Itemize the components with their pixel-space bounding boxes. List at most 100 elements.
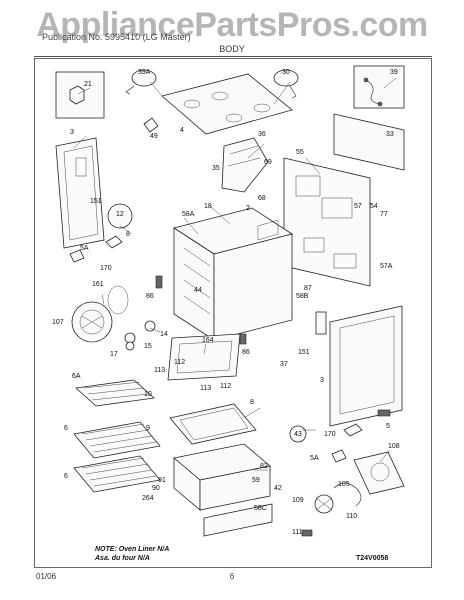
callout-112b: 112 bbox=[220, 383, 231, 390]
callout-3a: 3 bbox=[70, 129, 74, 136]
callout-86b: 86 bbox=[242, 349, 250, 356]
part-oven-body-58A[interactable]: 2 18 58A 44 bbox=[173, 203, 293, 341]
part-12[interactable]: 12 8 bbox=[107, 203, 133, 238]
part-top-pan-4[interactable]: 4 bbox=[161, 73, 293, 135]
diagram-code: T24V0058 bbox=[356, 555, 389, 562]
callout-57: 57 bbox=[354, 203, 362, 210]
part-15[interactable]: 15 bbox=[125, 341, 152, 351]
callout-6A: 6A bbox=[72, 373, 81, 380]
publication-number: Publication No. 5995410 (LG Master) bbox=[42, 32, 191, 42]
part-side-panel-right[interactable]: 151 37 3 bbox=[280, 305, 403, 427]
exploded-parts-diagram: 21 3 151 39A 30 4 49 39 bbox=[34, 58, 432, 568]
page-header: AppliancePartsPros.com Publication No. 5… bbox=[0, 0, 464, 70]
callout-5Aa: 5A bbox=[80, 245, 89, 252]
part-broil-pan-6A[interactable]: 6A 10 9 bbox=[72, 373, 155, 432]
callout-15: 15 bbox=[144, 343, 152, 350]
note-line-2: Asa. du four N/A bbox=[95, 555, 150, 562]
callout-30: 30 bbox=[282, 69, 290, 76]
callout-69: 69 bbox=[264, 159, 272, 166]
part-wire-harness-39[interactable]: 39 bbox=[353, 65, 405, 109]
part-drawer-42[interactable]: 91 82 42 59 58C 90 264 bbox=[142, 443, 282, 537]
part-86-screw[interactable]: 86 bbox=[146, 275, 163, 300]
callout-39A: 39A bbox=[138, 69, 151, 76]
part-43[interactable]: 43 bbox=[289, 425, 307, 443]
callout-107: 107 bbox=[52, 319, 64, 326]
footer-page-number: 6 bbox=[229, 572, 235, 581]
callout-58C: 58C bbox=[254, 505, 267, 512]
callout-58A: 58A bbox=[182, 211, 195, 218]
part-5[interactable]: 5 bbox=[377, 409, 391, 430]
callout-5: 5 bbox=[386, 423, 390, 430]
callout-113a: 113 bbox=[154, 367, 165, 374]
part-oven-bottom-8[interactable]: 8 bbox=[169, 399, 257, 445]
callout-77: 77 bbox=[380, 211, 388, 218]
part-rear-frame-55[interactable]: 55 57 54 77 57A 87 58B bbox=[283, 149, 393, 300]
callout-108: 108 bbox=[388, 443, 400, 450]
callout-42: 42 bbox=[274, 485, 282, 492]
callout-151b: 151 bbox=[298, 349, 310, 356]
callout-37: 37 bbox=[280, 361, 288, 368]
callout-8b: 8 bbox=[250, 399, 254, 406]
callout-264: 264 bbox=[142, 495, 154, 502]
callout-91: 91 bbox=[158, 477, 166, 484]
part-oven-rack-6[interactable]: 6 6 bbox=[64, 421, 161, 493]
callout-36: 36 bbox=[258, 131, 266, 138]
part-vent-duct-36[interactable]: 36 35 69 68 bbox=[212, 131, 272, 202]
part-14[interactable]: 14 bbox=[144, 320, 168, 338]
callout-14: 14 bbox=[160, 331, 168, 338]
header-rule bbox=[34, 56, 432, 57]
part-leveling-leg-5A[interactable]: 5A bbox=[69, 245, 89, 263]
callout-44: 44 bbox=[194, 287, 202, 294]
part-86-lower[interactable]: 86 bbox=[239, 333, 250, 356]
callout-9: 9 bbox=[146, 425, 150, 432]
callout-57A: 57A bbox=[380, 263, 393, 270]
callout-43: 43 bbox=[294, 431, 302, 438]
callout-170a: 170 bbox=[100, 265, 112, 272]
footer-date: 01/06 bbox=[36, 572, 57, 581]
diagram-frame bbox=[34, 58, 432, 568]
part-back-panel-33[interactable]: 33 bbox=[333, 113, 405, 171]
callout-12: 12 bbox=[116, 211, 124, 218]
callout-3b: 3 bbox=[320, 377, 324, 384]
watermark: AppliancePartsPros.com bbox=[36, 6, 428, 44]
oven-liner-note: NOTE: Oven Liner N/A Asa. du four N/A bbox=[95, 545, 169, 563]
callout-109: 109 bbox=[292, 497, 304, 504]
note-line-1: NOTE: Oven Liner N/A bbox=[95, 546, 170, 553]
callout-151a: 151 bbox=[90, 198, 102, 205]
callout-35: 35 bbox=[212, 165, 220, 172]
part-fan-motor-108[interactable]: 108 105 109 110 111 bbox=[292, 443, 405, 537]
part-convection-fan-107[interactable]: 161 107 bbox=[52, 281, 129, 343]
leader-lines bbox=[73, 77, 397, 471]
callout-110: 110 bbox=[346, 513, 357, 520]
callout-68: 68 bbox=[258, 195, 266, 202]
callout-87: 87 bbox=[304, 285, 312, 292]
callout-8a: 8 bbox=[126, 231, 130, 238]
callout-6b: 6 bbox=[64, 473, 68, 480]
callout-17: 17 bbox=[110, 351, 118, 358]
callout-86a: 86 bbox=[146, 293, 154, 300]
callout-161: 161 bbox=[92, 281, 104, 288]
callout-6a: 6 bbox=[64, 425, 68, 432]
callout-49: 49 bbox=[150, 133, 158, 140]
callout-39: 39 bbox=[390, 69, 398, 76]
part-bracket-21[interactable]: 21 bbox=[55, 71, 105, 119]
callout-21: 21 bbox=[84, 81, 92, 88]
section-title: BODY bbox=[219, 44, 245, 54]
callout-18: 18 bbox=[204, 203, 212, 210]
part-30[interactable]: 30 bbox=[273, 69, 299, 99]
callout-112a: 112 bbox=[174, 359, 185, 366]
part-49[interactable]: 49 bbox=[143, 117, 159, 140]
callout-5Ab: 5A bbox=[310, 455, 319, 462]
callout-59: 59 bbox=[252, 477, 260, 484]
callout-111: 111 bbox=[292, 529, 303, 536]
callout-2: 2 bbox=[246, 205, 250, 212]
part-170-bracket[interactable]: 170 bbox=[100, 235, 123, 272]
part-leveling-leg-5A-right[interactable]: 5A bbox=[310, 449, 347, 463]
part-window-gasket-164[interactable]: 164 113 112 113 112 bbox=[154, 333, 241, 392]
part-170-right[interactable]: 170 bbox=[324, 423, 363, 438]
part-igniter-39A[interactable]: 39A bbox=[125, 69, 157, 95]
callout-90: 90 bbox=[152, 485, 160, 492]
callout-4: 4 bbox=[180, 127, 184, 134]
callout-54: 54 bbox=[370, 203, 378, 210]
part-side-panel-left[interactable]: 3 151 bbox=[55, 129, 105, 249]
